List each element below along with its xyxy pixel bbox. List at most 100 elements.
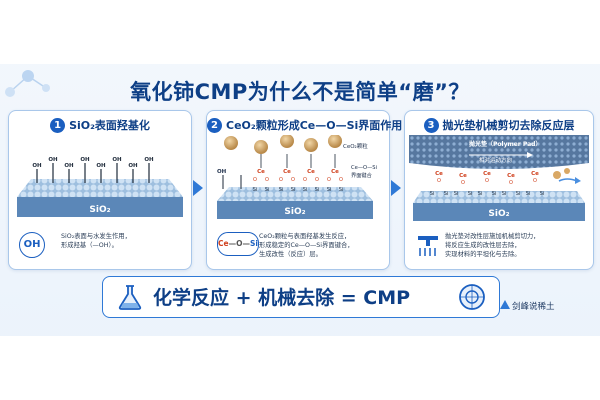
si-label: Si bbox=[540, 191, 545, 197]
substrate-label-3: SiO₂ bbox=[488, 209, 509, 219]
si-label: Si bbox=[502, 191, 507, 197]
substrate-side bbox=[217, 201, 373, 219]
ce-label: Ce bbox=[331, 169, 339, 175]
o-label: O bbox=[279, 177, 283, 183]
si-label: Si bbox=[291, 187, 296, 193]
polishing-disc-icon bbox=[459, 284, 485, 310]
step-2-header: 2 CeO₂颗粒形成Ce—O—Si界面作用 bbox=[207, 117, 402, 133]
hydroxyl-label: OH bbox=[128, 163, 138, 169]
si-label: Si bbox=[279, 187, 284, 193]
ceo2-particle bbox=[224, 136, 238, 150]
si-label: Si bbox=[444, 191, 449, 197]
o-label: O bbox=[303, 177, 307, 183]
bond-label-line-2: 界面键合 bbox=[351, 171, 373, 179]
substrate-side bbox=[17, 197, 183, 217]
ceo2-particle bbox=[564, 168, 570, 174]
hydroxyl-label: OH bbox=[80, 157, 90, 163]
si-label: Si bbox=[478, 191, 483, 197]
si-label: Si bbox=[468, 191, 473, 197]
bottom-margin bbox=[0, 336, 600, 400]
o-label: O bbox=[509, 180, 513, 186]
o-label: O bbox=[253, 177, 257, 183]
si-label: Si bbox=[492, 191, 497, 197]
flask-icon bbox=[118, 285, 142, 310]
step-2-text: CeO₂颗粒与表面羟基发生反应， 形成稳定的Ce—O—Si界面键合， 生成改性（… bbox=[259, 233, 354, 258]
step-3-title: 抛光垫机械剪切去除反应层 bbox=[442, 119, 575, 132]
step-2-description: Ce—O—Si CeO₂颗粒与表面羟基发生反应， 形成稳定的Ce—O—Si界面键… bbox=[213, 229, 383, 263]
substrate-label-2: SiO₂ bbox=[284, 207, 305, 217]
shear-arrow-icon bbox=[558, 178, 578, 182]
motion-label: 相对运动方向 bbox=[479, 156, 512, 164]
flow-arrow-1-icon bbox=[193, 180, 203, 196]
brand-logo-icon bbox=[500, 300, 510, 309]
hydroxyl-label: OH bbox=[64, 163, 74, 169]
si-label: Si bbox=[454, 191, 459, 197]
step-2-number: 2 bbox=[207, 117, 222, 133]
step-1-title: SiO₂表面羟基化 bbox=[69, 119, 150, 132]
hydroxyl-icon: OH bbox=[19, 232, 45, 258]
si-label: Si bbox=[327, 187, 332, 193]
ce-label: Ce bbox=[257, 169, 265, 175]
step-1-number: 1 bbox=[50, 117, 66, 133]
particle-label: CeO₂颗粒 bbox=[343, 142, 368, 150]
si-label: Si bbox=[303, 187, 308, 193]
o-label: O bbox=[461, 180, 465, 186]
ce-label: Ce bbox=[307, 169, 315, 175]
step-2-panel: 2 CeO₂颗粒形成Ce—O—Si界面作用 CeO₂颗粒 bbox=[206, 110, 402, 270]
o-label: O bbox=[339, 177, 343, 183]
brand-name: 剑峰说稀土 bbox=[512, 302, 555, 312]
step-1-text: SiO₂表面与水发生作用， 形成羟基（—OH）。 bbox=[61, 233, 131, 249]
substrate-top-surface bbox=[217, 187, 373, 201]
si-label: Si bbox=[339, 187, 344, 193]
substrate-label-1: SiO₂ bbox=[89, 205, 110, 215]
si-label: Si bbox=[516, 191, 521, 197]
summary-equation-bar: 化学反应 + 机械去除 = CMP bbox=[102, 276, 500, 318]
ce-label: Ce bbox=[507, 173, 515, 179]
ceo2-particle bbox=[254, 140, 268, 154]
step-2-title: CeO₂颗粒形成Ce—O—Si界面作用 bbox=[226, 119, 403, 132]
substrate-top-surface bbox=[17, 179, 183, 197]
step-3-description: 抛光垫对改性层施加机械剪切力， 将反应生成的改性层去除， 实现材料的平坦化与去除… bbox=[411, 229, 587, 263]
si-label: Si bbox=[315, 187, 320, 193]
hydroxyl-label: OH bbox=[144, 157, 154, 163]
o-label: O bbox=[437, 178, 441, 184]
page-title: 氧化铈CMP为什么不是简单“磨”？ bbox=[130, 80, 470, 104]
bond-label-line-1: Ce—O—Si bbox=[351, 165, 377, 171]
o-label: O bbox=[291, 177, 295, 183]
step-3-number: 3 bbox=[423, 117, 439, 133]
o-label: O bbox=[327, 177, 331, 183]
substrate-side bbox=[413, 203, 585, 221]
step-3-text: 抛光垫对改性层施加机械剪切力， 将反应生成的改性层去除， 实现材料的平坦化与去除… bbox=[445, 233, 540, 258]
ceo2-particle bbox=[328, 135, 342, 148]
oh-label-2: OH bbox=[217, 169, 227, 175]
ceo2-particles bbox=[224, 135, 342, 154]
hydroxyl-label: OH bbox=[48, 157, 58, 163]
pad-label: 抛光垫（Polymer Pad） bbox=[469, 140, 541, 148]
o-label: O bbox=[533, 178, 537, 184]
ce-label: Ce bbox=[459, 173, 467, 179]
si-label: Si bbox=[526, 191, 531, 197]
polishing-machine-icon bbox=[418, 236, 438, 256]
si-label: Si bbox=[253, 187, 258, 193]
ce-label: Ce bbox=[483, 171, 491, 177]
o-label: O bbox=[315, 177, 319, 183]
substrate-top-surface bbox=[413, 191, 585, 203]
ce-o-si-icon: Ce—O—Si bbox=[217, 232, 259, 256]
si-label: Si bbox=[430, 191, 435, 197]
motion-arrow-icon bbox=[527, 152, 533, 158]
summary-equation: 化学反应 + 机械去除 = CMP bbox=[153, 287, 411, 309]
hydroxyl-label: OH bbox=[112, 157, 122, 163]
molecule-decoration-icon bbox=[5, 70, 50, 97]
si-label: Si bbox=[265, 187, 270, 193]
ceo2-particle bbox=[304, 138, 318, 152]
o-label: O bbox=[485, 178, 489, 184]
